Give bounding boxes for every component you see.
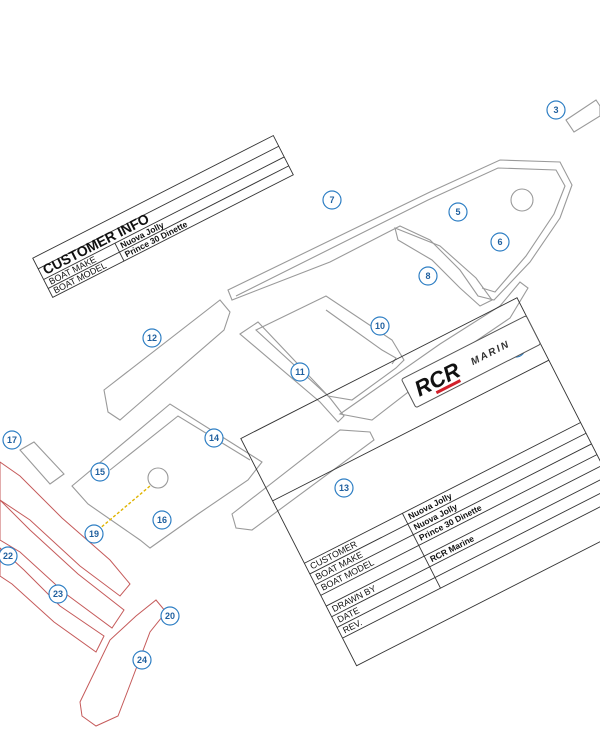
drawn-by-value: RCR Marine bbox=[428, 533, 476, 564]
callout-14: 14 bbox=[204, 428, 224, 448]
svg-text:8: 8 bbox=[425, 271, 430, 281]
callout-3: 3 bbox=[546, 100, 566, 120]
svg-text:23: 23 bbox=[53, 589, 63, 599]
callout-22: 22 bbox=[0, 546, 18, 566]
aft-hatch-cutout bbox=[147, 467, 169, 489]
callout-6: 6 bbox=[490, 232, 510, 252]
bow-pad bbox=[227, 159, 573, 301]
callout-16: 16 bbox=[152, 510, 172, 530]
callout-17: 17 bbox=[2, 430, 22, 450]
callout-10: 10 bbox=[370, 316, 390, 336]
callout-8: 8 bbox=[418, 266, 438, 286]
svg-text:22: 22 bbox=[3, 551, 13, 561]
cockpit-sole-pad bbox=[239, 295, 405, 423]
callout-12: 12 bbox=[142, 328, 162, 348]
svg-text:16: 16 bbox=[157, 515, 167, 525]
port-side-pad bbox=[103, 299, 231, 421]
callout-13: 13 bbox=[334, 478, 354, 498]
svg-text:14: 14 bbox=[209, 433, 219, 443]
svg-text:15: 15 bbox=[95, 467, 105, 477]
svg-text:24: 24 bbox=[137, 655, 147, 665]
aft-starboard-pad bbox=[231, 429, 375, 531]
callout-20: 20 bbox=[160, 606, 180, 626]
svg-text:5: 5 bbox=[455, 207, 460, 217]
svg-text:6: 6 bbox=[497, 237, 502, 247]
title-block: RCR MARIN CUSTOMER Nuova Jolly BOAT MAKE… bbox=[240, 297, 600, 667]
swim-platform-pads bbox=[0, 461, 167, 727]
pad-17 bbox=[19, 441, 65, 485]
callout-24: 24 bbox=[132, 650, 152, 670]
svg-text:12: 12 bbox=[147, 333, 157, 343]
bow-hatch-cutout bbox=[510, 188, 534, 212]
svg-text:10: 10 bbox=[375, 321, 385, 331]
svg-text:17: 17 bbox=[7, 435, 17, 445]
svg-text:13: 13 bbox=[339, 483, 349, 493]
svg-text:7: 7 bbox=[329, 195, 334, 205]
svg-text:11: 11 bbox=[295, 367, 305, 377]
callout-15: 15 bbox=[90, 462, 110, 482]
center-pad bbox=[394, 227, 493, 307]
callout-11: 11 bbox=[290, 362, 310, 382]
rcr-marine-logo: RCR MARIN bbox=[401, 315, 541, 408]
callout-19: 19 bbox=[84, 524, 104, 544]
dimension-line bbox=[97, 485, 151, 531]
pad-3 bbox=[565, 99, 600, 133]
svg-text:19: 19 bbox=[89, 529, 99, 539]
aft-deck-pad bbox=[71, 403, 263, 549]
callout-5: 5 bbox=[448, 202, 468, 222]
callout-23: 23 bbox=[48, 584, 68, 604]
svg-text:20: 20 bbox=[165, 611, 175, 621]
svg-text:3: 3 bbox=[553, 105, 558, 115]
callout-7: 7 bbox=[322, 190, 342, 210]
customer-info-block: CUSTOMER INFO BOAT MAKE Nuova Jolly BOAT… bbox=[32, 134, 294, 298]
